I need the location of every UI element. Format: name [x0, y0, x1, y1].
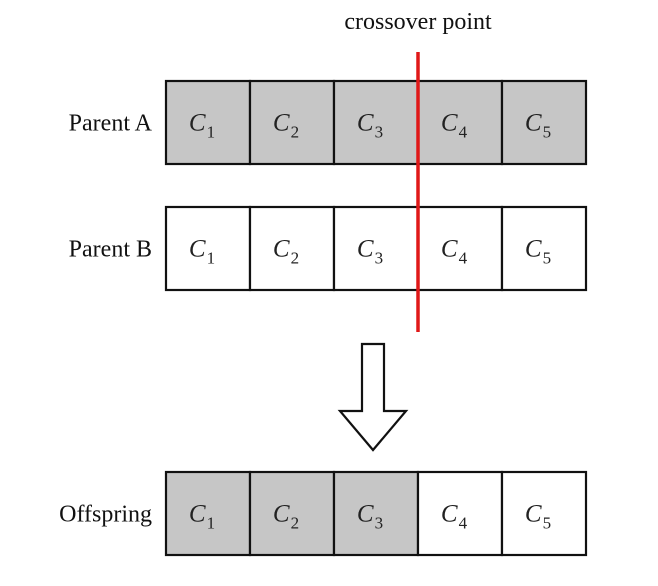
gene-cell: [500, 79, 588, 166]
gene-label: C5: [525, 236, 551, 268]
gene-cell: [500, 470, 588, 557]
down-arrow-icon: [337, 342, 409, 452]
gene-cell: [332, 205, 420, 292]
crossover-point-label: crossover point: [344, 9, 492, 35]
gene-cell: [248, 470, 336, 557]
gene-cell: [248, 205, 336, 292]
gene-cell: [332, 470, 420, 557]
gene-label: C4: [441, 110, 468, 142]
gene-label: C1: [189, 236, 215, 268]
gene-label: C5: [525, 110, 551, 142]
gene-label: C2: [273, 501, 299, 533]
gene-cell: [416, 205, 504, 292]
row-label: Offspring: [59, 502, 152, 528]
gene-label: C2: [273, 236, 299, 268]
gene-cell: [248, 79, 336, 166]
chromosome-row: Parent B C1 C2 C3 C4 C5: [69, 205, 588, 292]
gene-label: C3: [357, 501, 383, 533]
gene-cell: [164, 205, 252, 292]
gene-label: C4: [441, 501, 468, 533]
row-label: Parent A: [69, 111, 153, 137]
gene-label: C3: [357, 236, 383, 268]
gene-label: C5: [525, 501, 551, 533]
gene-cell: [500, 205, 588, 292]
gene-label: C4: [441, 236, 468, 268]
gene-label: C1: [189, 501, 215, 533]
gene-cell: [416, 79, 504, 166]
gene-label: C2: [273, 110, 299, 142]
gene-cell: [332, 79, 420, 166]
gene-cell: [416, 470, 504, 557]
chromosome-row: Parent A C1 C2 C3 C4 C5: [69, 79, 588, 166]
gene-cell: [164, 79, 252, 166]
gene-label: C3: [357, 110, 383, 142]
gene-cell: [164, 470, 252, 557]
row-label: Parent B: [69, 237, 152, 263]
chromosome-row: Offspring C1 C2 C3 C4 C5: [59, 470, 588, 557]
gene-label: C1: [189, 110, 215, 142]
